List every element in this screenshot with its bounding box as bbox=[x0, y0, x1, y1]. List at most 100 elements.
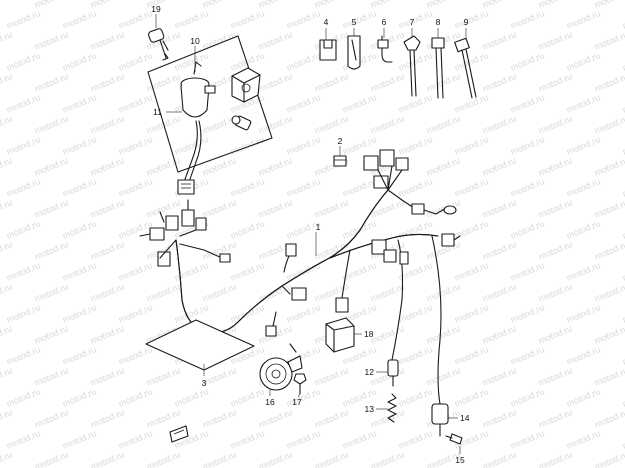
watermark-text: motod.ru bbox=[61, 176, 98, 199]
watermark-text: motod.ru bbox=[397, 134, 434, 157]
watermark-text: motod.ru bbox=[33, 29, 70, 52]
watermark-text: motod.ru bbox=[509, 344, 546, 367]
watermark-text: motod.ru bbox=[565, 260, 602, 283]
watermark-text: motod.ru bbox=[565, 428, 602, 451]
watermark-text: motod.ru bbox=[257, 155, 294, 178]
watermark-text: motod.ru bbox=[621, 218, 625, 241]
watermark-text: motod.ru bbox=[257, 407, 294, 430]
callout-6: 6 bbox=[382, 17, 387, 27]
watermark-text: motod.ru bbox=[89, 29, 126, 52]
watermark-text: motod.ru bbox=[0, 239, 14, 262]
watermark-text: motod.ru bbox=[145, 281, 182, 304]
watermark-text: motod.ru bbox=[89, 71, 126, 94]
watermark-text: motod.ru bbox=[61, 260, 98, 283]
callout-5: 5 bbox=[352, 17, 357, 27]
watermark-text: motod.ru bbox=[117, 8, 154, 31]
watermark-text: motod.ru bbox=[621, 302, 625, 325]
watermark-text: motod.ru bbox=[565, 134, 602, 157]
watermark-text: motod.ru bbox=[425, 155, 462, 178]
watermark-text: motod.ru bbox=[61, 8, 98, 31]
part-3-label bbox=[145, 319, 255, 371]
watermark-text: motod.ru bbox=[593, 365, 625, 388]
watermark-text: motod.ru bbox=[509, 260, 546, 283]
watermark-text: motod.ru bbox=[313, 365, 350, 388]
watermark-text: motod.ru bbox=[481, 281, 518, 304]
watermark-text: motod.ru bbox=[369, 281, 406, 304]
watermark-text: motod.ru bbox=[341, 428, 378, 451]
watermark-text: motod.ru bbox=[537, 239, 574, 262]
watermark-text: motod.ru bbox=[0, 197, 14, 220]
watermark-text: motod.ru bbox=[313, 71, 350, 94]
part-16-horn bbox=[259, 343, 303, 391]
watermark-text: motod.ru bbox=[425, 323, 462, 346]
watermark-text: motod.ru bbox=[33, 365, 70, 388]
callout-7: 7 bbox=[410, 17, 415, 27]
watermark-text: motod.ru bbox=[0, 0, 14, 10]
watermark-text: motod.ru bbox=[537, 281, 574, 304]
callout-18: 18 bbox=[364, 329, 374, 339]
watermark-text: motod.ru bbox=[285, 134, 322, 157]
watermark-text: motod.ru bbox=[537, 113, 574, 136]
watermark-text: motod.ru bbox=[89, 281, 126, 304]
watermark-text: motod.ru bbox=[89, 155, 126, 178]
ignition-cover bbox=[231, 67, 261, 103]
watermark-text: motod.ru bbox=[33, 0, 70, 10]
watermark-text: motod.ru bbox=[173, 50, 210, 73]
watermark-text: motod.ru bbox=[229, 176, 266, 199]
watermark-text: motod.ru bbox=[341, 134, 378, 157]
watermark-text: motod.ru bbox=[593, 113, 625, 136]
watermark-text: motod.ru bbox=[117, 176, 154, 199]
watermark-text: motod.ru bbox=[537, 29, 574, 52]
watermark-text: motod.ru bbox=[33, 239, 70, 262]
watermark-text: motod.ru bbox=[481, 239, 518, 262]
watermark-text: motod.ru bbox=[425, 113, 462, 136]
watermark-text: motod.ru bbox=[369, 113, 406, 136]
watermark-text: motod.ru bbox=[313, 197, 350, 220]
watermark-text: motod.ru bbox=[425, 281, 462, 304]
watermark-text: motod.ru bbox=[621, 134, 625, 157]
watermark-text: motod.ru bbox=[117, 134, 154, 157]
watermark-text: motod.ru bbox=[61, 428, 98, 451]
watermark-text: motod.ru bbox=[201, 281, 238, 304]
watermark-text: motod.ru bbox=[397, 344, 434, 367]
callout-17: 17 bbox=[292, 397, 302, 407]
watermark-text: motod.ru bbox=[397, 92, 434, 115]
watermark-text: motod.ru bbox=[89, 239, 126, 262]
watermark-text: motod.ru bbox=[89, 449, 126, 468]
watermark-text: motod.ru bbox=[285, 92, 322, 115]
watermark-text: motod.ru bbox=[509, 8, 546, 31]
watermark-text: motod.ru bbox=[593, 29, 625, 52]
callout-16: 16 bbox=[265, 397, 275, 407]
watermark-text: motod.ru bbox=[89, 0, 126, 10]
watermark-text: motod.ru bbox=[593, 155, 625, 178]
watermark-text: motod.ru bbox=[117, 428, 154, 451]
watermark-text: motod.ru bbox=[257, 113, 294, 136]
part-7-band bbox=[403, 35, 421, 97]
watermark-text: motod.ru bbox=[89, 407, 126, 430]
watermark-text: motod.ru bbox=[33, 113, 70, 136]
watermark-text: motod.ru bbox=[453, 8, 490, 31]
watermark-text: motod.ru bbox=[565, 344, 602, 367]
watermark-text: motod.ru bbox=[0, 71, 14, 94]
watermark-text: motod.ru bbox=[0, 323, 14, 346]
watermark-text: motod.ru bbox=[285, 8, 322, 31]
part-2-connector bbox=[333, 155, 347, 167]
watermark-text: motod.ru bbox=[5, 260, 42, 283]
watermark-text: motod.ru bbox=[285, 386, 322, 409]
part-12-connector bbox=[387, 359, 399, 387]
watermark-text: motod.ru bbox=[5, 176, 42, 199]
watermark-text: motod.ru bbox=[453, 50, 490, 73]
watermark-text: motod.ru bbox=[537, 365, 574, 388]
watermark-text: motod.ru bbox=[453, 302, 490, 325]
watermark-text: motod.ru bbox=[257, 449, 294, 468]
watermark-text: motod.ru bbox=[5, 218, 42, 241]
watermark-text: motod.ru bbox=[201, 0, 238, 10]
watermark-text: motod.ru bbox=[341, 218, 378, 241]
watermark-text: motod.ru bbox=[61, 386, 98, 409]
watermark-text: motod.ru bbox=[61, 92, 98, 115]
watermark-text: motod.ru bbox=[313, 449, 350, 468]
part-1-main-harness bbox=[139, 149, 461, 405]
watermark-text: motod.ru bbox=[145, 449, 182, 468]
watermark-text: motod.ru bbox=[257, 29, 294, 52]
